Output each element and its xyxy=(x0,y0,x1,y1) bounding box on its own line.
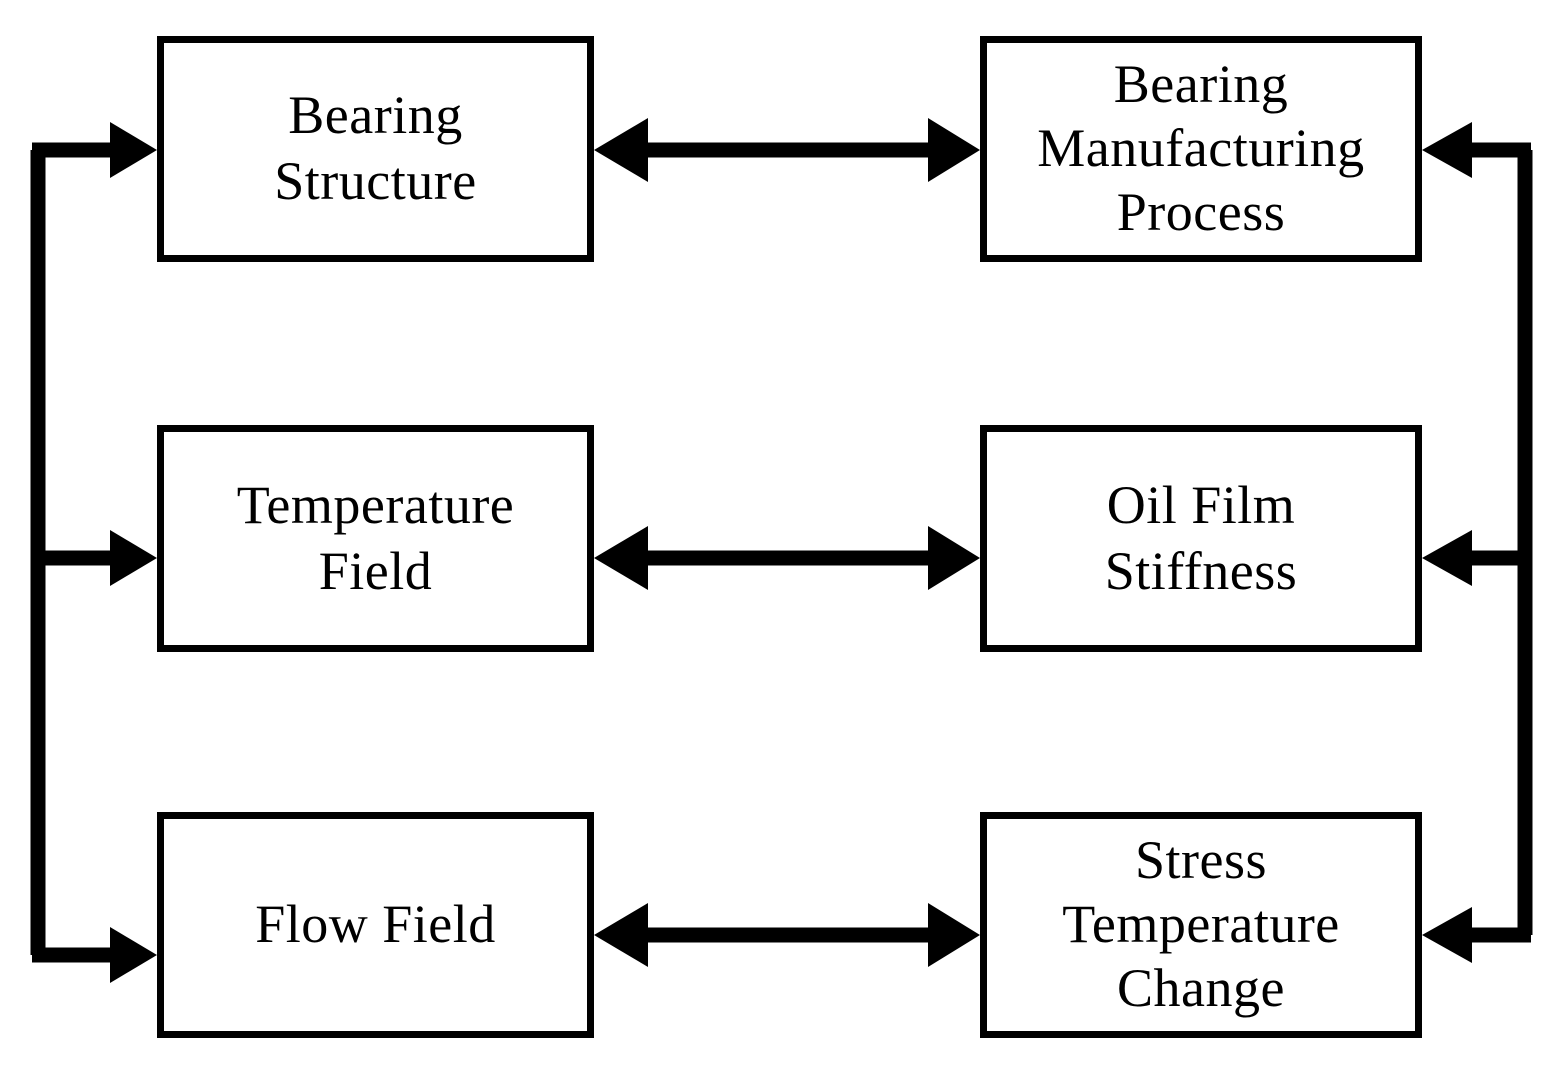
left-bus-arrowhead-row2 xyxy=(110,530,157,586)
right-bus-arrowhead-row3 xyxy=(1422,907,1472,963)
row1-bidirectional-connector xyxy=(594,118,980,182)
row3-arrowhead-left xyxy=(594,903,648,967)
row1-arrowhead-left xyxy=(594,118,648,182)
left-bus-arrowhead-row1 xyxy=(110,122,157,178)
right-bus-group xyxy=(1422,122,1533,963)
right-bus-arrowhead-row2 xyxy=(1422,530,1472,586)
row2-arrowhead-right xyxy=(928,526,980,590)
row2-bidirectional-connector xyxy=(594,526,980,590)
node-temperature-field[interactable]: Temperature Field xyxy=(157,425,594,652)
node-oil-film-stiffness[interactable]: Oil Film Stiffness xyxy=(980,425,1422,652)
node-flow-field[interactable]: Flow Field xyxy=(157,812,594,1038)
node-bearing-manufacturing-process-label: Bearing Manufacturing Process xyxy=(1037,54,1365,242)
row2-arrowhead-left xyxy=(594,526,648,590)
node-stress-temperature-change[interactable]: Stress Temperature Change xyxy=(980,812,1422,1038)
node-oil-film-stiffness-label: Oil Film Stiffness xyxy=(1104,474,1298,601)
node-temperature-field-label: Temperature Field xyxy=(236,474,515,601)
node-bearing-structure[interactable]: Bearing Structure xyxy=(157,36,594,262)
row3-bidirectional-connector xyxy=(594,903,980,967)
left-bus-group xyxy=(30,122,157,983)
node-stress-temperature-change-label: Stress Temperature Change xyxy=(1062,830,1340,1018)
left-bus-arrowhead-row3 xyxy=(110,927,157,983)
node-flow-field-label: Flow Field xyxy=(255,894,496,955)
row1-arrowhead-right xyxy=(928,118,980,182)
node-bearing-manufacturing-process[interactable]: Bearing Manufacturing Process xyxy=(980,36,1422,262)
right-bus-arrowhead-row1 xyxy=(1422,122,1472,178)
node-bearing-structure-label: Bearing Structure xyxy=(274,85,477,211)
row3-arrowhead-right xyxy=(928,903,980,967)
